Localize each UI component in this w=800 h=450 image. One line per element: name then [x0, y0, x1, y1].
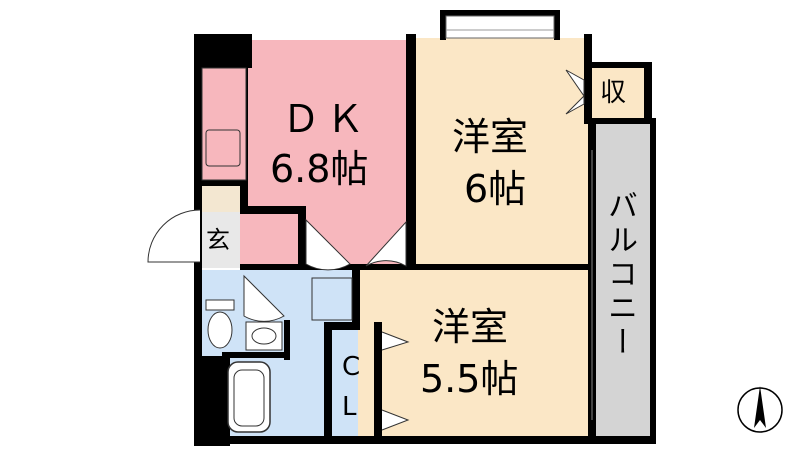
western-south-name-label: 洋室 — [432, 305, 509, 349]
storage-fill — [592, 68, 644, 120]
washing-machine — [311, 277, 353, 321]
western-north-size-label: 6帖 — [464, 167, 527, 211]
western-south-size-label: 5.5帖 — [420, 357, 519, 401]
balcony-label: バルコニー — [602, 190, 637, 360]
sink — [205, 129, 241, 167]
entrance-label: 玄 — [206, 226, 230, 254]
dk-lower-fill — [240, 210, 302, 268]
western-north-name-label: 洋室 — [452, 115, 529, 159]
shoe-box-fill — [200, 184, 240, 212]
north-arrow-icon — [737, 386, 783, 433]
entrance-fill — [200, 212, 240, 268]
toilet-bowl — [207, 311, 233, 349]
window-north — [445, 15, 555, 39]
washbasin — [245, 321, 283, 351]
dk-door-swing-2 — [365, 220, 407, 267]
dk-door-swing — [305, 218, 351, 271]
dk-size-label: 6.8帖 — [270, 147, 369, 191]
closet-c-label: C — [342, 352, 361, 382]
dk-name-label: ＤＫ — [282, 97, 371, 141]
closet-l-label: L — [342, 392, 357, 422]
western-south-fill — [358, 268, 592, 438]
western-north-fill — [414, 38, 592, 268]
toilet-tank — [205, 299, 235, 311]
kitchen-counter — [201, 67, 247, 181]
bath-door-swing — [243, 274, 285, 322]
closet-door-bottom — [381, 409, 410, 431]
closet-door-top — [381, 331, 410, 351]
bathtub — [227, 361, 271, 433]
entry-door-swing — [147, 209, 201, 263]
balcony-fill — [596, 124, 650, 438]
storage-label: 収 — [600, 78, 627, 108]
storage-door — [565, 69, 585, 115]
